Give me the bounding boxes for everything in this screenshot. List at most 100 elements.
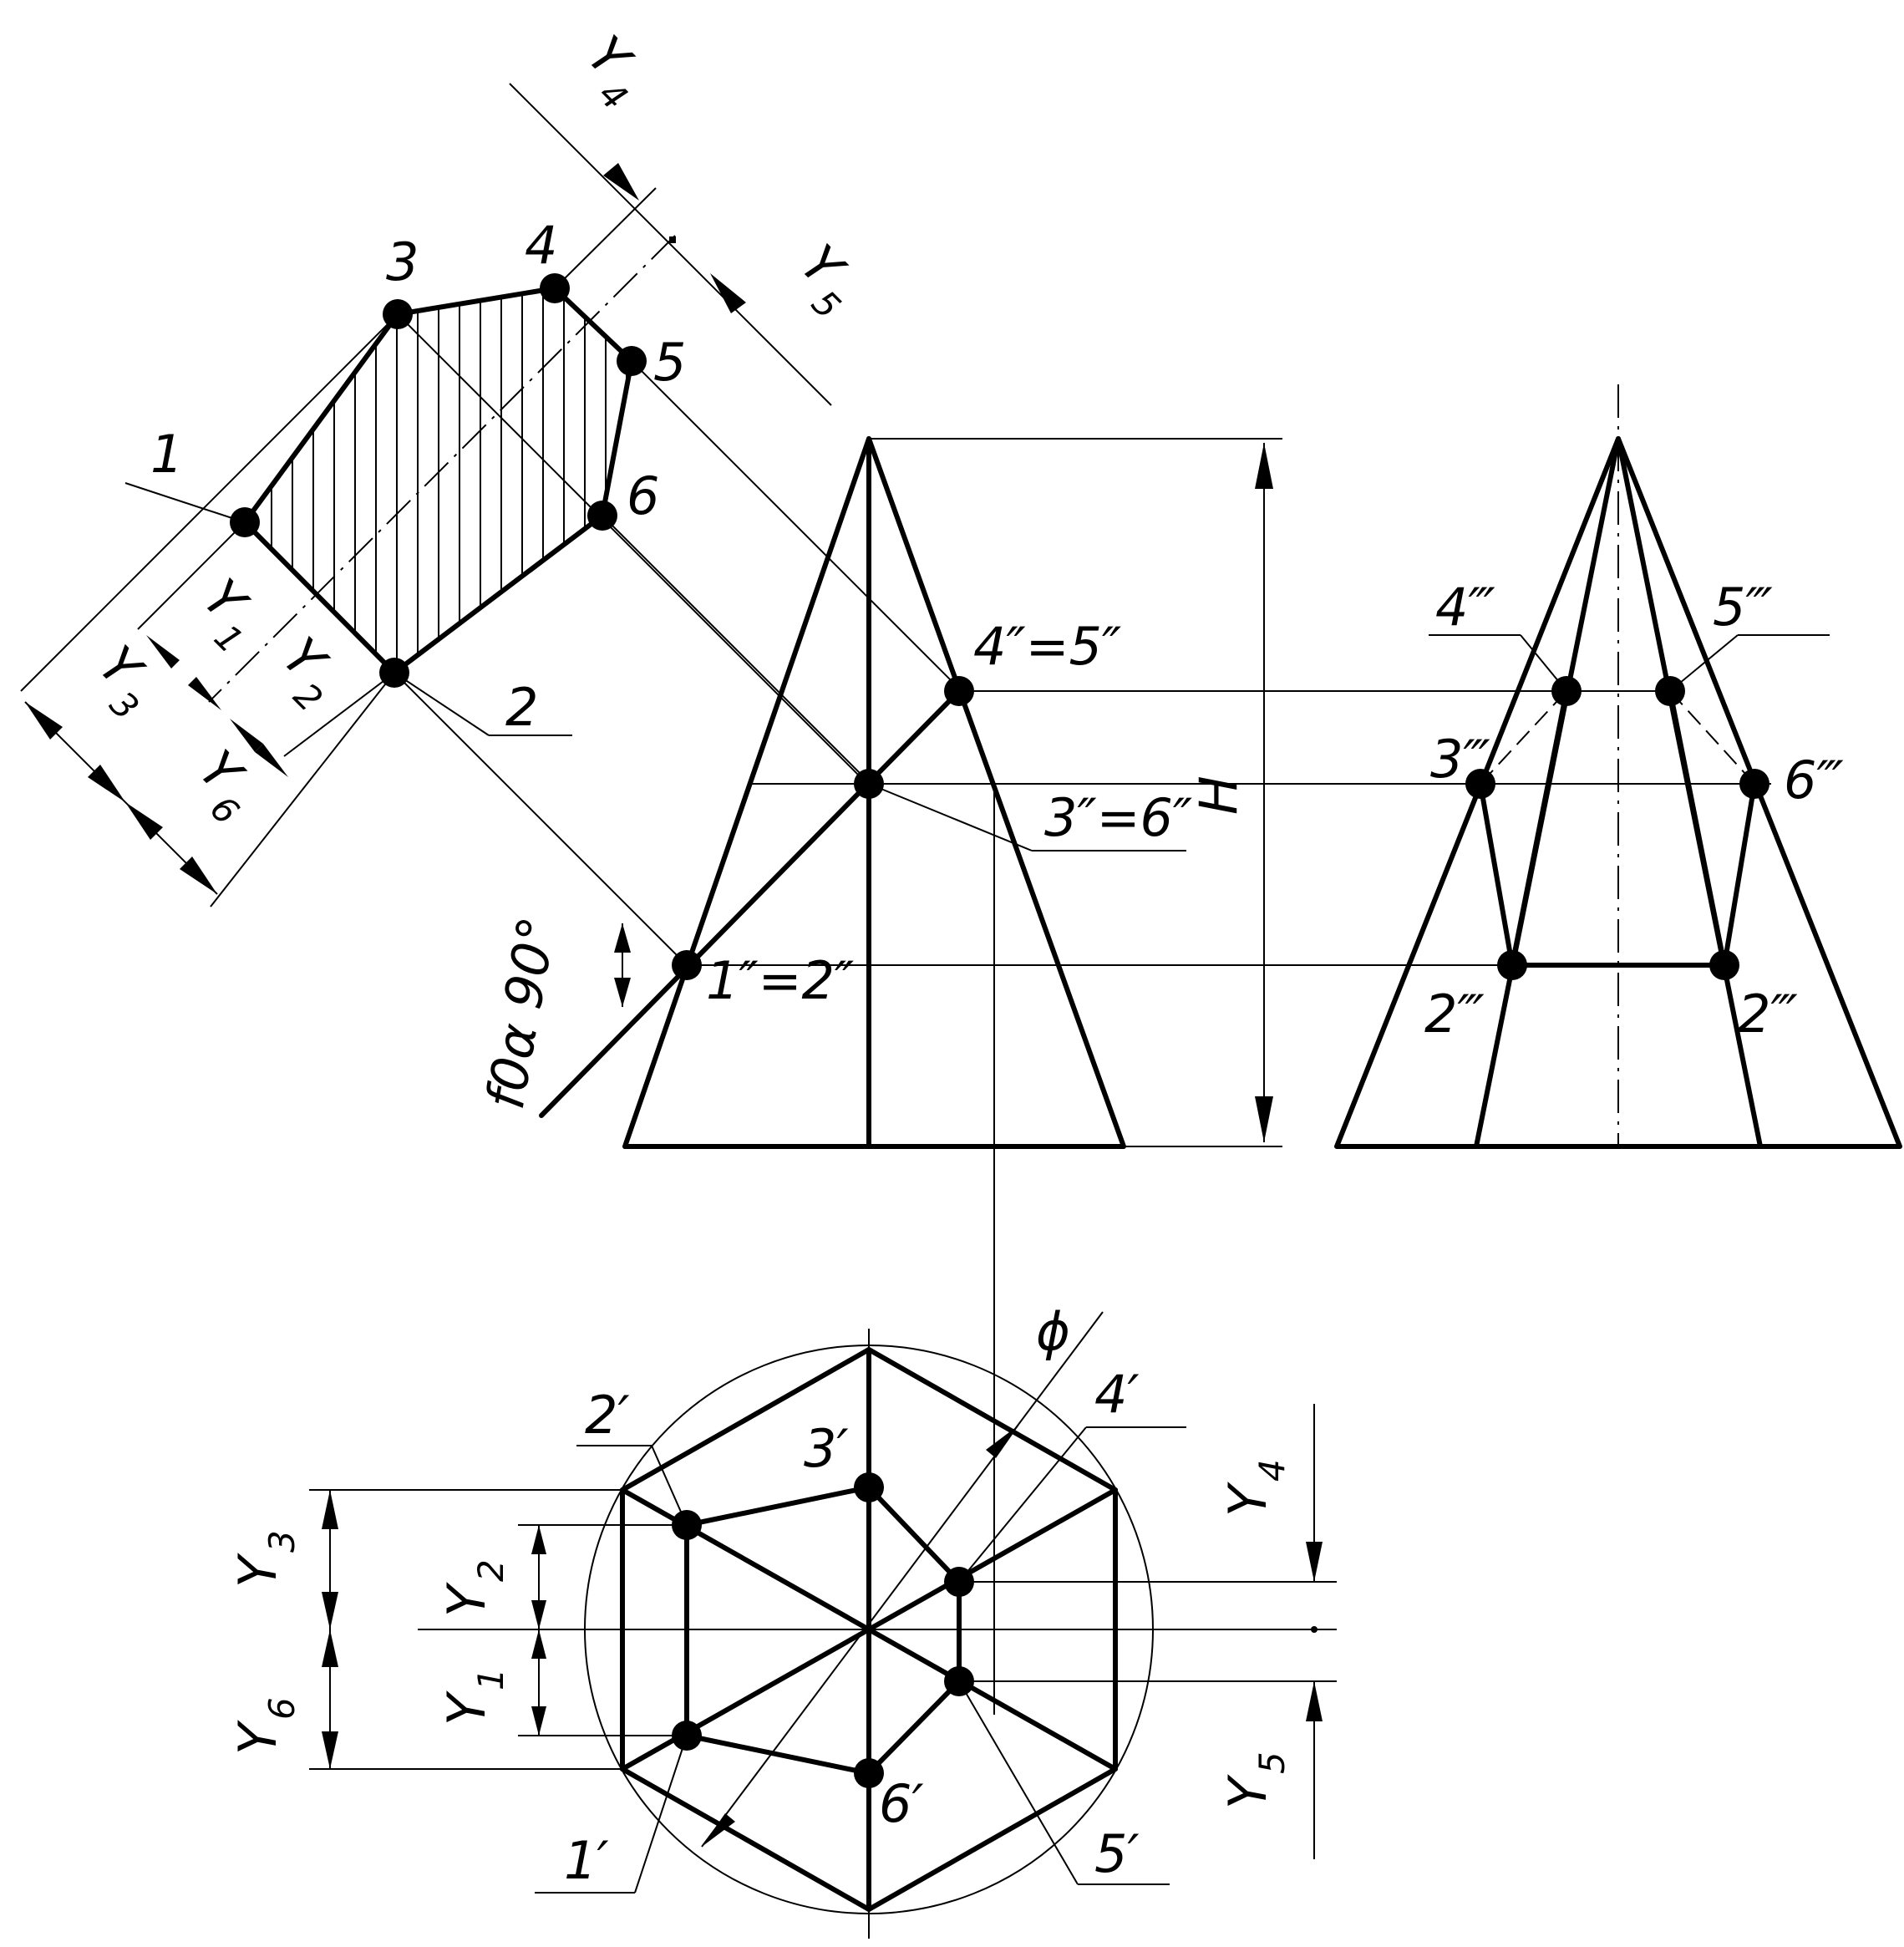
leader-line [634, 1735, 688, 1894]
dim-arrow [531, 1600, 546, 1629]
leader-line [868, 783, 1033, 851]
dim-arrow [531, 1525, 546, 1554]
dim-extension [283, 515, 603, 757]
front-point-3-6 [854, 769, 884, 799]
top-dim-label-y1: Y 1 [436, 1668, 511, 1726]
side-point-2a [1497, 950, 1527, 980]
dim-arrow [531, 1629, 546, 1659]
svg-text:5: 5 [1252, 1751, 1292, 1774]
svg-text:Y: Y [436, 1582, 497, 1617]
point-5 [617, 346, 647, 376]
top-label-3: 3′ [804, 1418, 849, 1479]
side-section-line [1668, 689, 1757, 968]
dim-arrow [702, 1813, 735, 1847]
point-6 [587, 501, 617, 531]
front-view: H f0α 90° 1″=2″ 3″=6″ 4″=5″ [475, 436, 1771, 1715]
leader-line [958, 1426, 1087, 1583]
label-point-4: 4 [525, 215, 557, 276]
side-point-3 [1465, 769, 1495, 799]
dim-arrow [188, 677, 221, 710]
leader-line [124, 482, 246, 523]
svg-text:Y: Y [1217, 1774, 1278, 1809]
dim-arrow [146, 635, 180, 668]
dim-arrow [322, 1592, 338, 1629]
dim-arrow [322, 1731, 338, 1769]
dim-arrow [603, 163, 639, 201]
top-dim-label-y5: Y 5 [1217, 1751, 1292, 1809]
top-point-1 [672, 1721, 702, 1751]
phi-line [701, 1311, 1104, 1848]
label-point-1: 1 [150, 424, 183, 485]
dim-arrow [614, 923, 631, 953]
top-label-2: 2′ [585, 1385, 630, 1446]
top-label-1: 1′ [564, 1830, 609, 1891]
section-axis [208, 235, 676, 703]
top-dim-label-y2: Y 2 [436, 1559, 511, 1617]
section-true-shape-view: 1 2 3 4 5 6 Y 4 Y 5 Y 1 Y 2 Y 3 Y 6 [20, 24, 960, 966]
side-label-2b: 2‴ [1738, 984, 1798, 1045]
point-1 [230, 507, 260, 537]
svg-text:2: 2 [470, 1559, 511, 1582]
side-label-5: 5‴ [1713, 577, 1773, 638]
cutting-plane-trace [539, 689, 962, 1118]
side-point-5 [1655, 676, 1685, 706]
top-point-2 [672, 1510, 702, 1540]
dim-label-y1: Y 1 [191, 567, 259, 661]
projection-ray [602, 515, 868, 781]
front-point-1-2 [672, 950, 702, 980]
plane-trace-label: f0α 90° [475, 912, 568, 1114]
pyramid-front-outline [622, 436, 1126, 1149]
dim-arrow [322, 1490, 338, 1529]
svg-text:Y: Y [227, 1553, 288, 1588]
top-point-6 [854, 1758, 884, 1788]
dim-extension [509, 83, 832, 406]
dim-label-y2: Y 2 [271, 626, 338, 719]
svg-text:1: 1 [470, 1668, 511, 1690]
side-label-2a: 2‴ [1424, 984, 1485, 1045]
front-label-1-2: 1″=2″ [706, 950, 854, 1011]
dim-arrow [255, 744, 288, 777]
dim-extension [210, 672, 395, 907]
hidden-edge [1617, 438, 1671, 692]
phi-label: ϕ [1036, 1301, 1070, 1362]
side-section-line [1478, 689, 1569, 968]
top-point-4 [944, 1567, 974, 1597]
dim-arrow [88, 765, 125, 802]
front-point-4-5 [944, 676, 974, 706]
svg-text:Y: Y [227, 1720, 288, 1755]
height-label: H [1188, 775, 1249, 815]
top-label-5: 5′ [1094, 1823, 1140, 1884]
point-2 [379, 658, 409, 688]
label-point-5: 5 [653, 332, 686, 393]
label-point-6: 6 [627, 465, 659, 526]
projection-ray [397, 313, 868, 785]
dim-extension [20, 313, 399, 692]
dim-arrow [1255, 1096, 1273, 1142]
dim-center-mark [1311, 1626, 1318, 1633]
dim-extension [554, 187, 657, 289]
point-4 [540, 273, 570, 303]
label-point-2: 2 [505, 677, 538, 738]
side-point-6 [1739, 769, 1769, 799]
label-point-3: 3 [386, 231, 419, 292]
svg-text:Y: Y [436, 1690, 497, 1726]
top-dim-label-y4: Y 4 [1217, 1459, 1292, 1517]
top-dim-label-y6: Y 6 [227, 1697, 302, 1755]
front-label-4-5: 4″=5″ [973, 616, 1121, 677]
top-point-5 [944, 1666, 974, 1696]
dim-extension [137, 521, 246, 630]
side-hidden-section [1669, 690, 1755, 785]
hidden-edge [1566, 438, 1619, 692]
dim-arrow [1306, 1681, 1323, 1721]
leader-line [958, 1680, 1079, 1885]
side-label-3: 3‴ [1430, 729, 1490, 790]
svg-text:3: 3 [261, 1530, 302, 1553]
top-label-6: 6′ [879, 1773, 924, 1834]
dim-arrow [25, 702, 63, 740]
dim-arrow [230, 719, 263, 752]
projection-ray [393, 672, 688, 966]
dim-center-mark [669, 236, 676, 243]
side-point-2b [1709, 950, 1739, 980]
svg-text:Y: Y [1217, 1482, 1278, 1517]
